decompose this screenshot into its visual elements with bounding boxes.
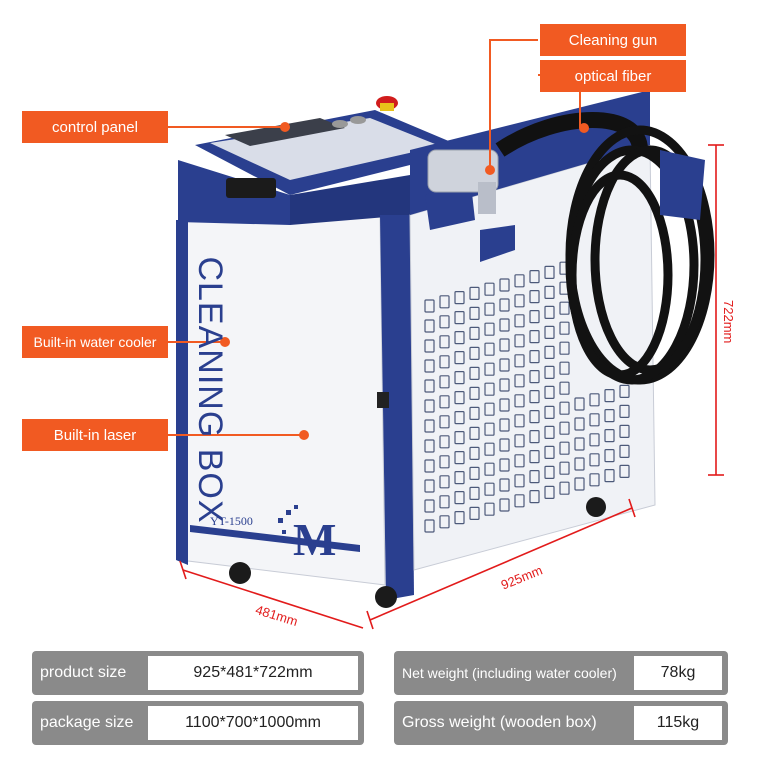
side-latch xyxy=(377,392,389,408)
spec-package-size-value: 1100*700*1000mm xyxy=(148,706,358,740)
logo-icon: M xyxy=(293,514,336,565)
callout-laser: Built-in laser xyxy=(22,419,168,451)
spec-product-size-label: product size xyxy=(40,664,127,681)
spec-package-size-label: package size xyxy=(40,714,134,731)
dimension-lines xyxy=(179,144,724,630)
spec-net-weight-value: 78kg xyxy=(634,656,722,690)
spec-net-weight: Net weight (including water cooler) 78kg xyxy=(394,651,728,695)
spec-product-size-value: 925*481*722mm xyxy=(148,656,358,690)
leader-cleaning-gun xyxy=(489,39,538,170)
top-surface xyxy=(210,118,440,180)
spec-product-size: product size 925*481*722mm xyxy=(32,651,364,695)
callout-optical-fiber: optical fiber xyxy=(540,60,686,92)
cable-coil xyxy=(565,125,715,385)
spec-package-size: package size 1100*700*1000mm xyxy=(32,701,364,745)
casters xyxy=(229,497,606,608)
cleaning-box-side-text: CLEANING BOX xyxy=(191,256,229,524)
cleaning-gun xyxy=(427,149,499,193)
callout-water-cooler: Built-in water cooler xyxy=(22,326,168,358)
callout-control-panel: control panel xyxy=(22,111,168,143)
spec-gross-weight-value: 115kg xyxy=(634,706,722,740)
dimension-height: 722mm xyxy=(721,300,736,344)
spec-gross-weight-label: Gross weight (wooden box) xyxy=(402,714,597,731)
callout-cleaning-gun: Cleaning gun xyxy=(540,24,686,56)
optical-fiber-cable xyxy=(495,112,648,157)
model-label: YT-1500 xyxy=(210,514,253,528)
spec-net-weight-label: Net weight (including water cooler) xyxy=(402,665,617,681)
vent-grid xyxy=(424,261,630,533)
handle xyxy=(226,178,276,198)
spec-gross-weight: Gross weight (wooden box) 115kg xyxy=(394,701,728,745)
